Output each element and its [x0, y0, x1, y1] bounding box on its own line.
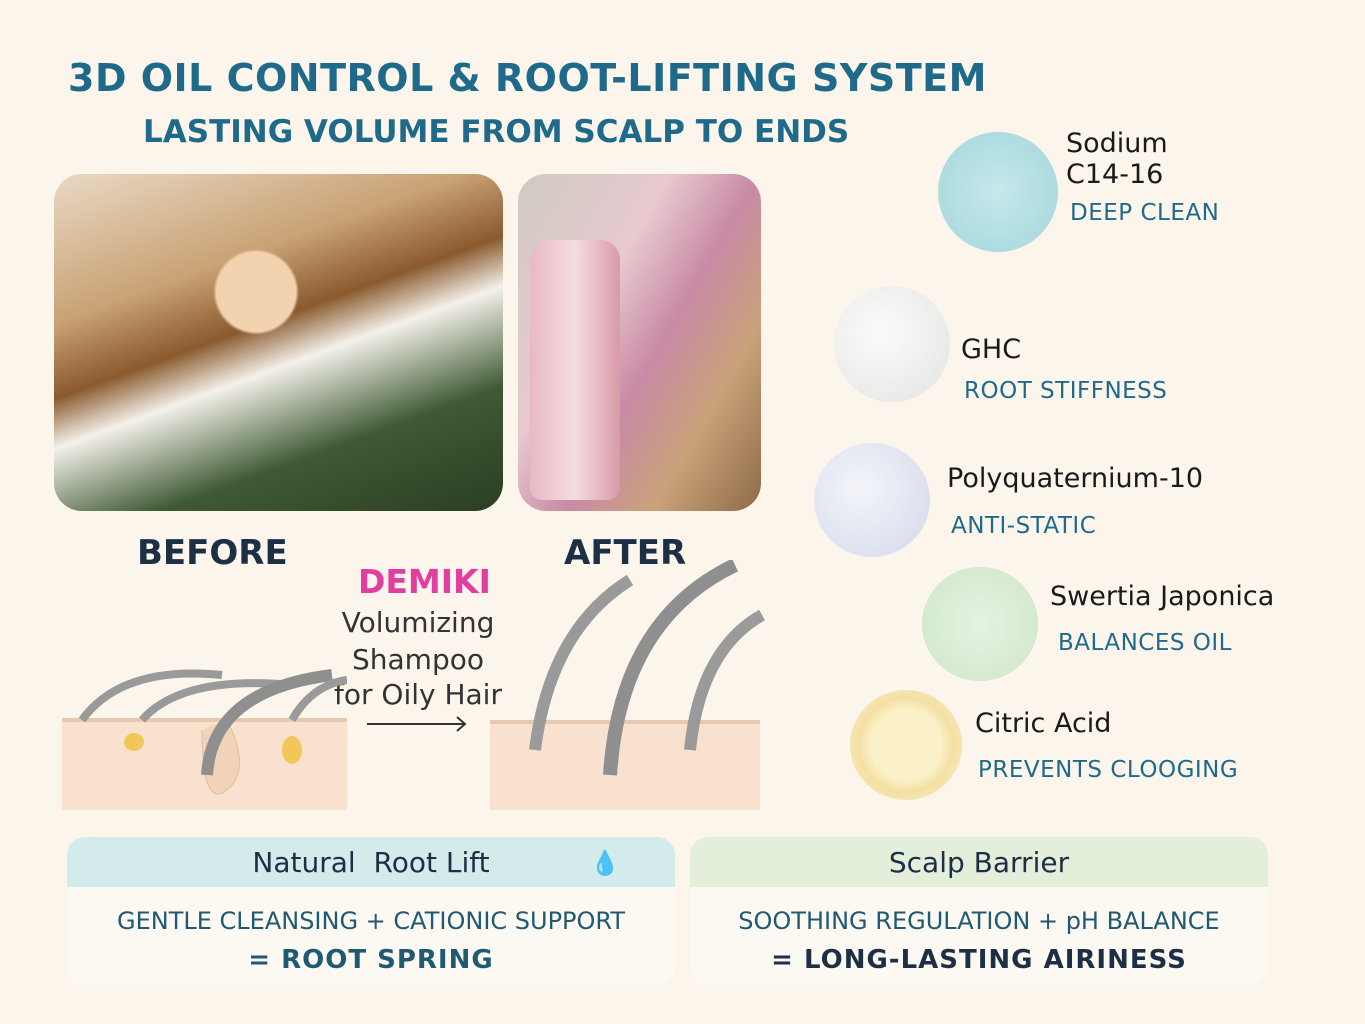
after-photo-product [518, 174, 761, 511]
ingredient-benefit: ROOT STIFFNESS [964, 378, 1168, 404]
brand-name: DEMIKI [358, 562, 491, 601]
ingredient-name: Sodium C14-16 [1066, 128, 1168, 190]
ingredient-name: GHC [961, 334, 1022, 365]
ingredient-name: Polyquaternium-10 [947, 463, 1204, 494]
plus-charge-ingredient-icon [814, 443, 930, 557]
flat-hair-diagram [62, 669, 347, 810]
sodium-ingredient-icon [938, 132, 1058, 252]
card-title: Natural Root Lift [252, 845, 490, 879]
after-label: AFTER [564, 533, 687, 573]
ingredient-benefit: PREVENTS CLOOGING [978, 757, 1239, 783]
card-result: = ROOT SPRING [248, 945, 494, 975]
ingredient-benefit: BALANCES OIL [1058, 630, 1232, 656]
ingredient-benefit: DEEP CLEAN [1070, 200, 1220, 226]
card-title: Scalp Barrier [888, 845, 1070, 879]
card-header: Natural Root Lift 💧 [67, 837, 675, 887]
ingredient-benefit: ANTI-STATIC [951, 513, 1097, 539]
card-result: = LONG-LASTING AIRINESS [771, 945, 1187, 975]
product-name-line: Volumizing [341, 606, 495, 639]
page-subtitle: LASTING VOLUME FROM SCALP TO ENDS [143, 114, 850, 150]
product-name-line: Shampoo [352, 643, 484, 676]
ingredient-name: Swertia Japonica [1050, 581, 1275, 612]
flower-ingredient-icon [922, 567, 1038, 681]
arrow-right-icon [367, 716, 467, 732]
water-drop-icon: 💧 [590, 849, 620, 877]
scalp-barrier-card: Scalp Barrier SOOTHING REGULATION + pH B… [690, 837, 1268, 985]
before-label: BEFORE [137, 533, 288, 573]
lemon-ingredient-icon [850, 690, 962, 800]
hair-strand-ingredient-icon [834, 286, 950, 402]
ingredient-name-line: C14-16 [1066, 159, 1164, 190]
page-title: 3D OIL CONTROL & ROOT-LIFTING SYSTEM [68, 56, 987, 100]
card-header: Scalp Barrier [690, 837, 1268, 887]
ingredient-name: Citric Acid [975, 708, 1112, 739]
card-formula: GENTLE CLEANSING + CATIONIC SUPPORT [116, 907, 626, 935]
ingredient-name-line: Sodium [1066, 128, 1168, 159]
shampoo-bottle-image [530, 240, 620, 500]
card-formula: SOOTHING REGULATION + pH BALANCE [738, 907, 1220, 935]
natural-root-lift-card: Natural Root Lift 💧 GENTLE CLEANSING + C… [67, 837, 675, 985]
product-name-line: for Oily Hair [334, 678, 502, 711]
lifted-hair-diagram [490, 560, 765, 810]
before-photo [54, 174, 503, 511]
